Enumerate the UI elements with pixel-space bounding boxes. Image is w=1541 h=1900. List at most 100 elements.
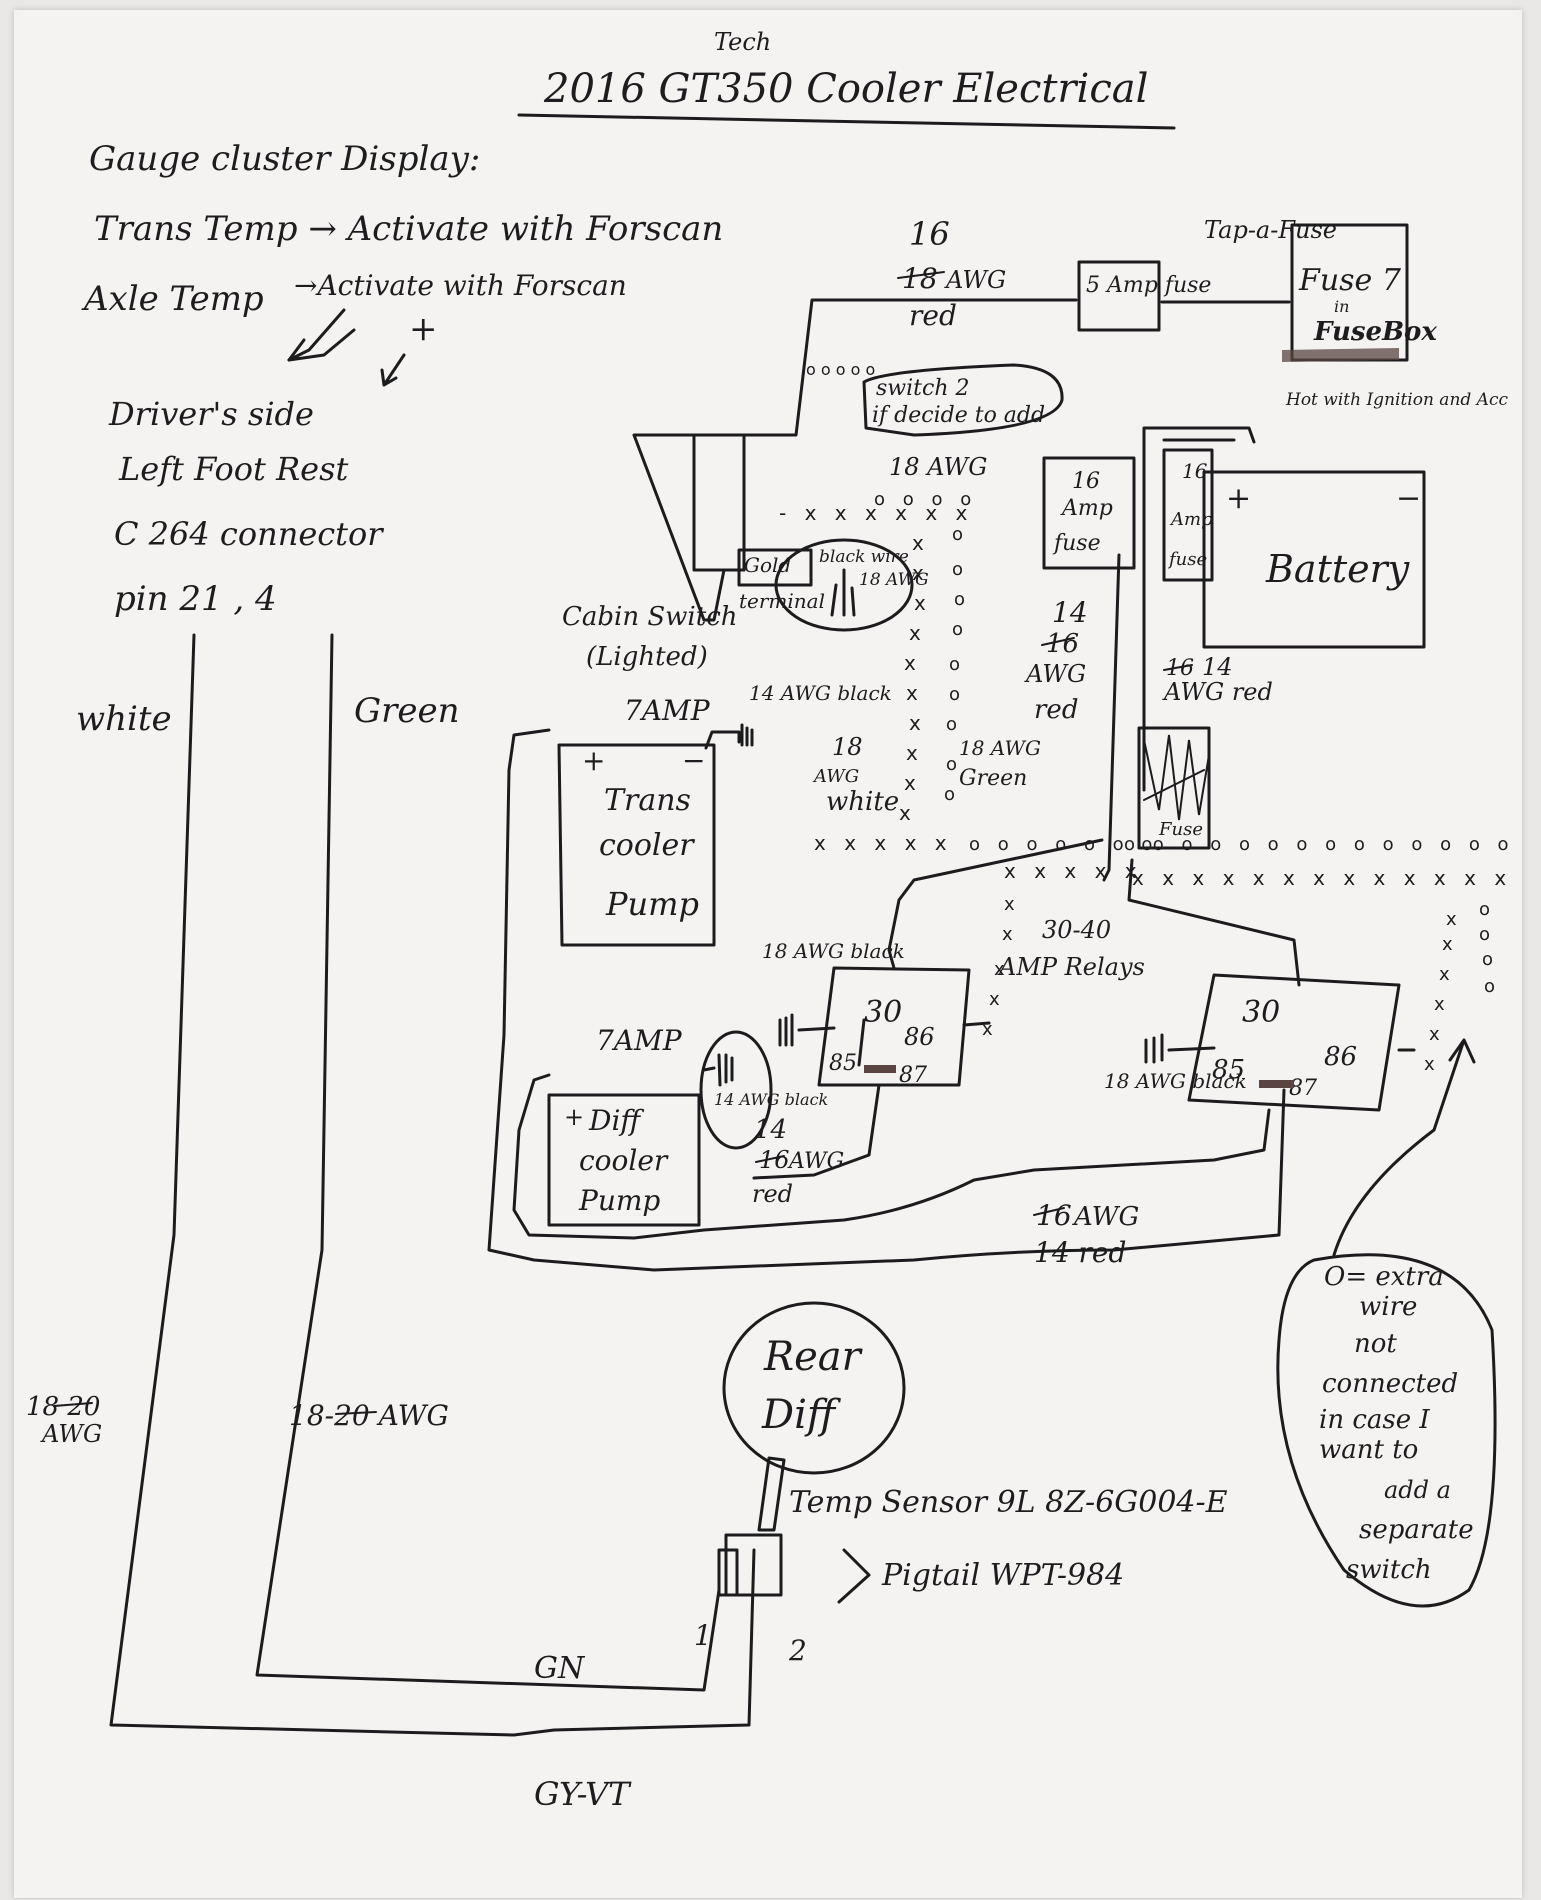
svg-text:x: x bbox=[1002, 924, 1013, 945]
relay-left-ground bbox=[778, 1013, 836, 1047]
wire-gn-label: GN bbox=[534, 1651, 586, 1686]
arrow-down-icon bbox=[380, 353, 406, 387]
wire-18-awg-cabin: 18 AWG bbox=[889, 453, 987, 481]
o-wire-column: o o o o o o o o o bbox=[944, 524, 965, 805]
wire-18-white-b: AWG bbox=[812, 766, 859, 787]
svg-text:x: x bbox=[904, 651, 916, 675]
diff-cooler-pump bbox=[547, 1093, 701, 1227]
title-tech: Tech bbox=[714, 28, 771, 56]
svg-text:x: x bbox=[989, 989, 1000, 1010]
svg-text:o: o bbox=[952, 524, 963, 545]
x-wire-column: x x x x x x x x x x bbox=[899, 531, 926, 825]
black-wire-bubble bbox=[774, 538, 914, 632]
black-wire-label: black wire bbox=[819, 547, 909, 567]
legend-line-5: in case I bbox=[1319, 1405, 1430, 1435]
cabin-switch-bezel[interactable] bbox=[632, 433, 746, 622]
trans-pump-plus: + bbox=[582, 744, 605, 777]
arrow-head bbox=[287, 338, 306, 362]
trans-ground-label: 14 AWG black bbox=[749, 681, 892, 705]
legend-line-9: switch bbox=[1346, 1555, 1432, 1585]
note-axle-temp: Axle Temp bbox=[81, 279, 264, 319]
svg-text:x: x bbox=[1446, 909, 1457, 930]
x-wire-column-relays: x x x x x bbox=[982, 894, 1015, 1040]
wire-18-green-a: 18 AWG bbox=[959, 736, 1041, 760]
legend-line-6: want to bbox=[1319, 1435, 1418, 1465]
cabin-switch[interactable] bbox=[692, 433, 746, 572]
strike bbox=[1163, 664, 1193, 671]
strike bbox=[53, 1402, 93, 1407]
legend-bubble bbox=[1276, 1253, 1497, 1608]
relay-right-87: 87 bbox=[1289, 1076, 1317, 1101]
wire-battery-gauge-new: 14 bbox=[1202, 653, 1233, 681]
note-trans-temp: Trans Temp → Activate with Forscan bbox=[94, 209, 723, 249]
trans-ground bbox=[704, 723, 754, 750]
scribble-mark bbox=[1143, 734, 1210, 821]
wiring-diagram: Tech 2016 GT350 Cooler Electrical Gauge … bbox=[26, 28, 1522, 1813]
wire-diff-pump-pos bbox=[512, 1073, 1271, 1240]
svg-text:o: o bbox=[949, 684, 960, 705]
legend-line-3: not bbox=[1354, 1329, 1397, 1359]
svg-text:o: o bbox=[946, 754, 957, 775]
wire-14-fuse-side: 14 bbox=[1052, 596, 1088, 629]
svg-text:o: o bbox=[949, 654, 960, 675]
diff-ground bbox=[702, 1053, 734, 1087]
svg-text:x: x bbox=[1439, 964, 1450, 985]
battery-plus: + bbox=[1226, 481, 1251, 516]
trans-pump-label-3: Pump bbox=[605, 885, 699, 923]
wire-18-white-c: white bbox=[826, 787, 899, 817]
svg-text:x: x bbox=[909, 621, 921, 645]
relay-right-86: 86 bbox=[1324, 1042, 1357, 1072]
relay-left-pins bbox=[857, 1018, 991, 1067]
black-wire-awg: 18 AWG bbox=[859, 570, 929, 590]
svg-text:x: x bbox=[906, 681, 918, 705]
scribble-mark bbox=[1282, 348, 1399, 362]
relay-right-85: 85 bbox=[1212, 1055, 1245, 1085]
scribbled-fuse bbox=[1137, 726, 1211, 850]
fusebox-hot-note: Hot with Ignition and Acc bbox=[1285, 390, 1508, 410]
switch2-line1: switch 2 bbox=[876, 376, 969, 401]
battery-cable bbox=[1142, 426, 1256, 792]
wire-relay-left-30 bbox=[887, 838, 1104, 970]
relay-left-86: 86 bbox=[904, 1023, 935, 1051]
relays-label-2: AMP Relays bbox=[997, 953, 1145, 981]
note-connector: C 264 connector bbox=[114, 515, 384, 553]
strike bbox=[335, 1411, 377, 1415]
pigtail-pin-2: 2 bbox=[788, 1634, 807, 1667]
strike bbox=[1041, 637, 1075, 646]
svg-text:x: x bbox=[1442, 934, 1453, 955]
cabin-switch-label-2: (Lighted) bbox=[586, 642, 708, 672]
wire-18-white-a: 18 bbox=[832, 733, 863, 761]
wire-relay-left-87 bbox=[752, 1083, 881, 1180]
fuse-16-amp-b bbox=[1162, 448, 1214, 582]
trans-cooler-pump bbox=[557, 743, 716, 947]
svg-text:o: o bbox=[952, 619, 963, 640]
relay-left-30: 30 bbox=[864, 995, 902, 1030]
svg-text:o: o bbox=[952, 559, 963, 580]
pigtail-pin-1: 1 bbox=[694, 1619, 712, 1652]
fusebox-fuse-7: Fuse 7 bbox=[1298, 263, 1402, 298]
wire-white-label: white bbox=[76, 699, 172, 739]
fuse-16-b-2: Amp bbox=[1169, 509, 1213, 530]
ground-symbol bbox=[830, 568, 856, 617]
fusebox-label: FuseBox bbox=[1313, 317, 1437, 347]
fuse-16-a-1: 16 bbox=[1072, 469, 1100, 494]
relay-right-jumper bbox=[1259, 1080, 1294, 1088]
wire-relay-right-feed bbox=[1127, 858, 1301, 987]
gold-terminal-label-2: terminal bbox=[739, 589, 825, 613]
fuse-16-a-2: Amp bbox=[1060, 496, 1113, 521]
wire-bottom-16-struck: 16 bbox=[1036, 1199, 1072, 1232]
diagram-title: 2016 GT350 Cooler Electrical bbox=[543, 66, 1148, 112]
fuse-5-amp-label: 5 Amp fuse bbox=[1086, 273, 1211, 298]
relay-left bbox=[817, 966, 971, 1087]
svg-text:x: x bbox=[899, 801, 911, 825]
relay-right-ground bbox=[1144, 1033, 1216, 1064]
relay-right bbox=[1187, 973, 1401, 1112]
wire-gn bbox=[255, 633, 721, 1692]
wire-fuse-side-awg: AWG bbox=[1024, 660, 1086, 688]
trans-7amp: 7AMP bbox=[624, 694, 711, 727]
wire-trans-pump-pos bbox=[487, 728, 1286, 1272]
pigtail-arrow-icon bbox=[837, 1548, 871, 1604]
relay-right-ground-label: 18 AWG black bbox=[1104, 1069, 1247, 1093]
diff-7amp: 7AMP bbox=[596, 1024, 683, 1057]
diff-pump-plus: + bbox=[564, 1103, 584, 1131]
